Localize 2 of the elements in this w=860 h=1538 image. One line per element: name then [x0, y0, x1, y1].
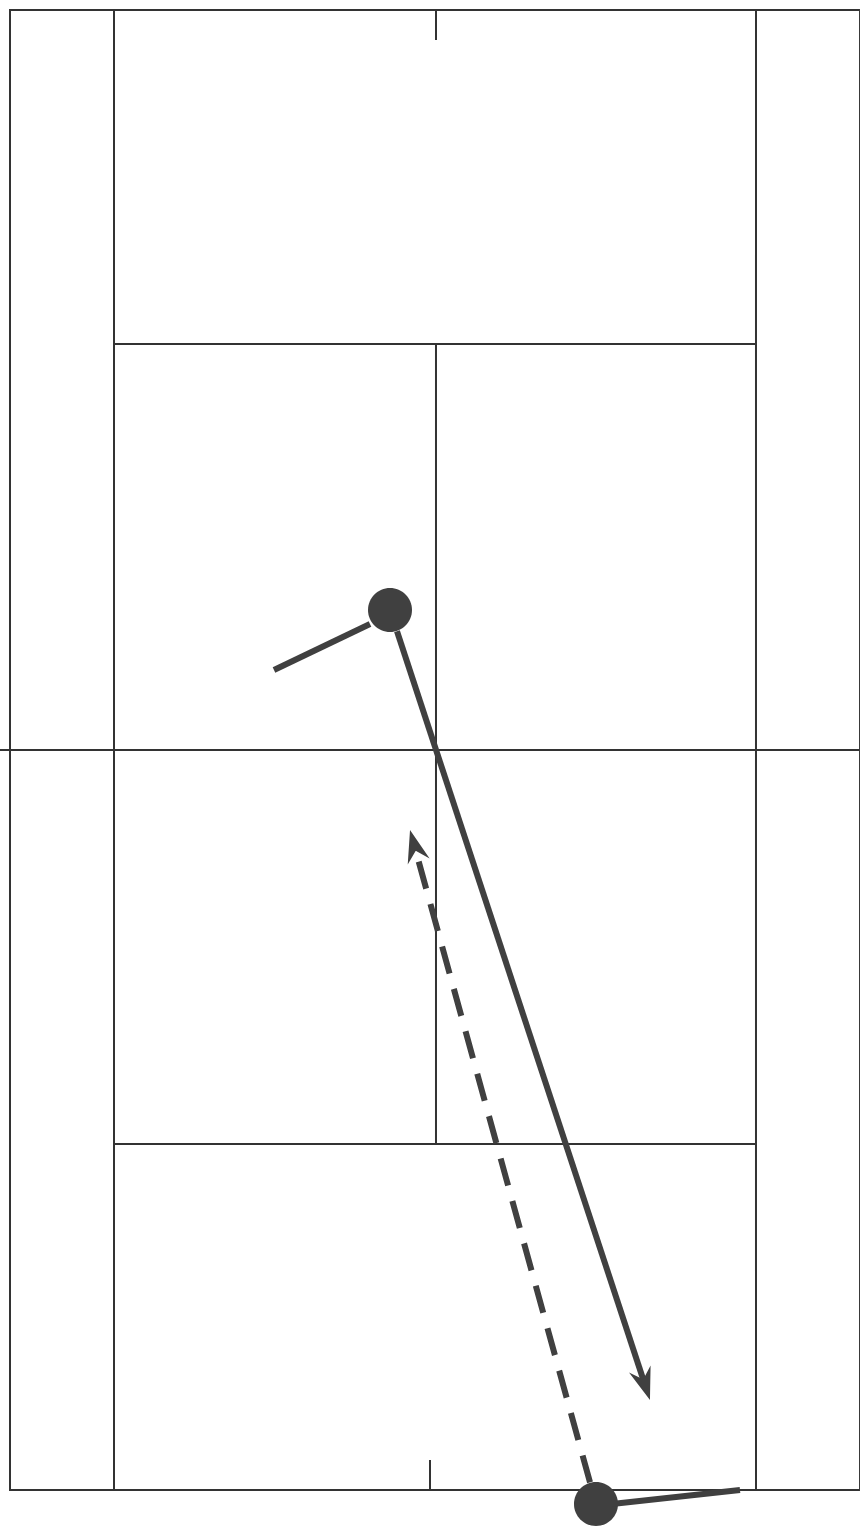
player-dot	[368, 588, 412, 632]
player-dot	[574, 1482, 618, 1526]
